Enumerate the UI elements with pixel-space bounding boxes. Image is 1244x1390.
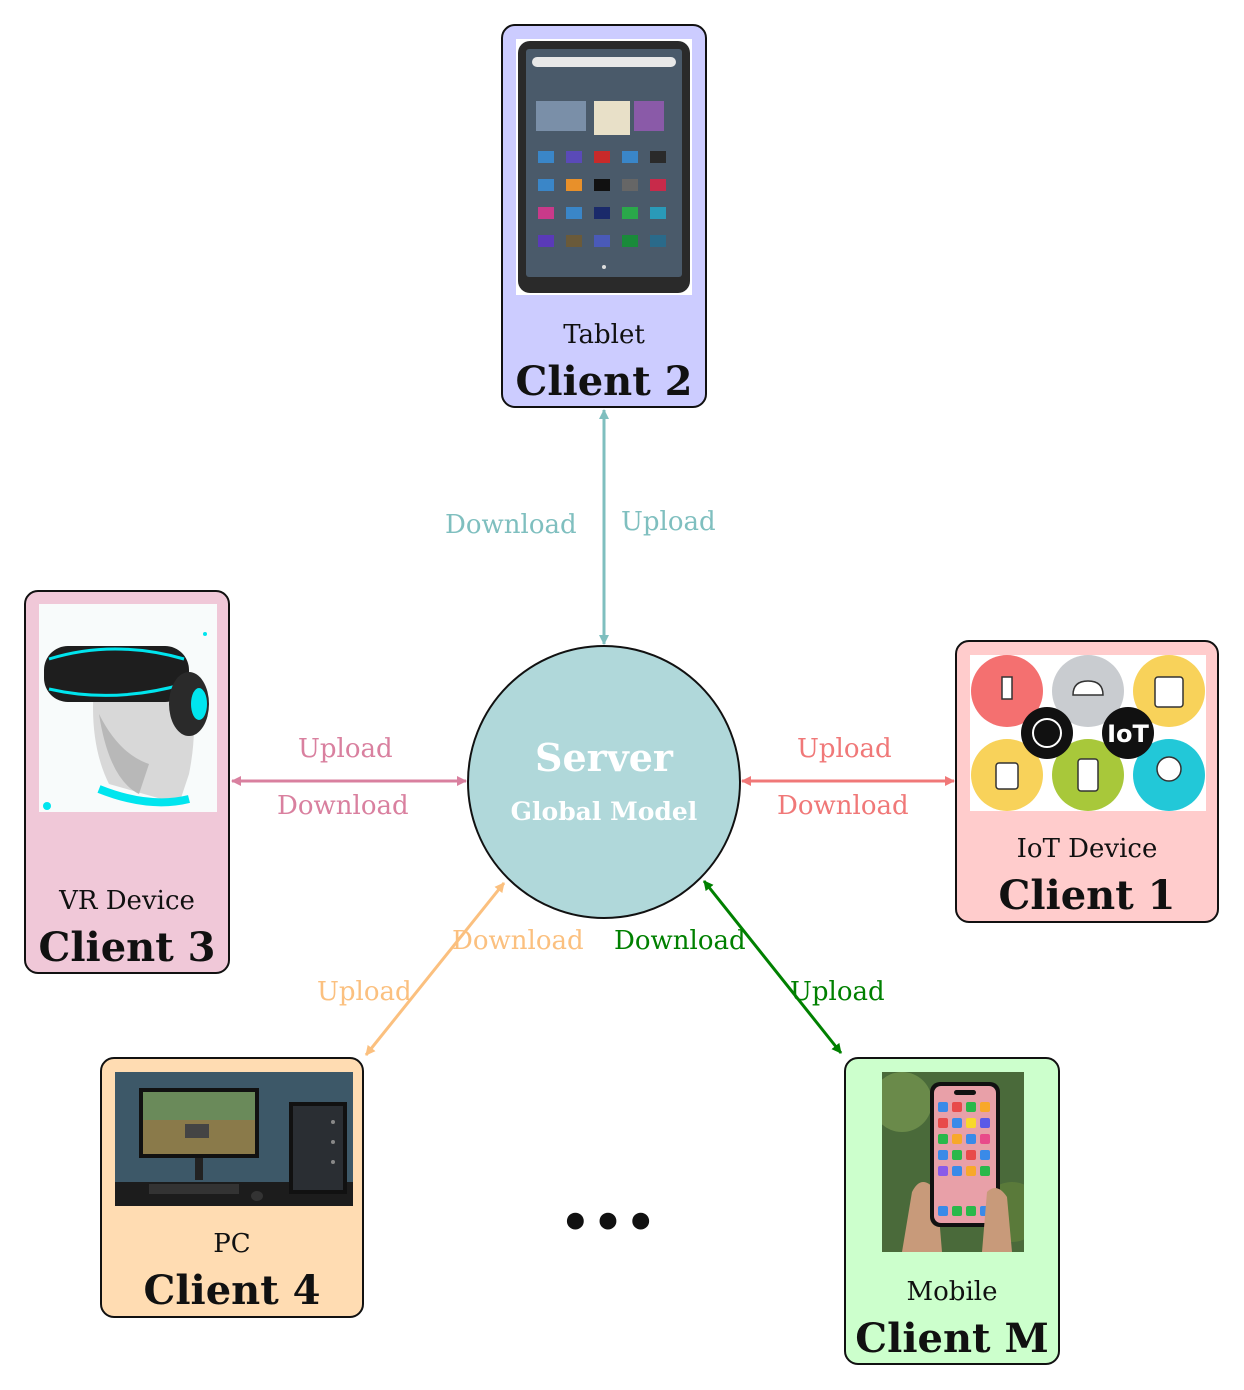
client-m-device-label: Mobile bbox=[906, 1277, 998, 1307]
vr-headset-image bbox=[39, 604, 217, 812]
client-4-card: PC Client 4 bbox=[100, 1057, 364, 1318]
iot-upload-label: Upload bbox=[797, 734, 892, 764]
client-1-card: IoT IoT Device Client 1 bbox=[955, 640, 1219, 923]
mobile-upload-label: Upload bbox=[790, 977, 885, 1007]
client-3-name: Client 3 bbox=[38, 924, 216, 971]
tablet-download-label: Download bbox=[445, 510, 577, 540]
client-2-device-label: Tablet bbox=[563, 320, 645, 350]
vr-upload-label: Upload bbox=[298, 734, 393, 764]
client-2-name: Client 2 bbox=[515, 358, 693, 405]
server-title: Server bbox=[535, 735, 673, 780]
client-3-card: VR Device Client 3 bbox=[24, 590, 230, 974]
iot-badge-text: IoT bbox=[1107, 720, 1149, 748]
more-clients-ellipsis: ••• bbox=[560, 1195, 659, 1251]
iot-icons-image: IoT bbox=[970, 655, 1206, 811]
client-m-card: Mobile Client M bbox=[844, 1057, 1060, 1365]
client-1-name: Client 1 bbox=[998, 872, 1176, 919]
tablet-image bbox=[516, 39, 692, 295]
tablet-upload-label: Upload bbox=[621, 507, 716, 537]
gaming-pc-image bbox=[115, 1072, 353, 1206]
client-3-device-label: VR Device bbox=[59, 886, 195, 916]
server-subtitle: Global Model bbox=[510, 797, 698, 826]
mobile-download-label: Download bbox=[614, 926, 746, 956]
pc-link-arrow bbox=[364, 882, 506, 1056]
mobile-link-arrow bbox=[702, 880, 843, 1054]
vr-download-label: Download bbox=[277, 791, 409, 821]
server-node: Server Global Model bbox=[467, 645, 741, 919]
client-m-name: Client M bbox=[855, 1315, 1049, 1362]
pc-download-label: Download bbox=[452, 926, 584, 956]
client-2-card: Tablet Client 2 bbox=[501, 24, 707, 408]
iot-download-label: Download bbox=[777, 791, 909, 821]
pc-upload-label: Upload bbox=[317, 977, 412, 1007]
client-1-device-label: IoT Device bbox=[1016, 834, 1158, 864]
smartphone-image bbox=[882, 1072, 1024, 1252]
client-4-device-label: PC bbox=[213, 1229, 251, 1259]
client-4-name: Client 4 bbox=[143, 1267, 321, 1314]
